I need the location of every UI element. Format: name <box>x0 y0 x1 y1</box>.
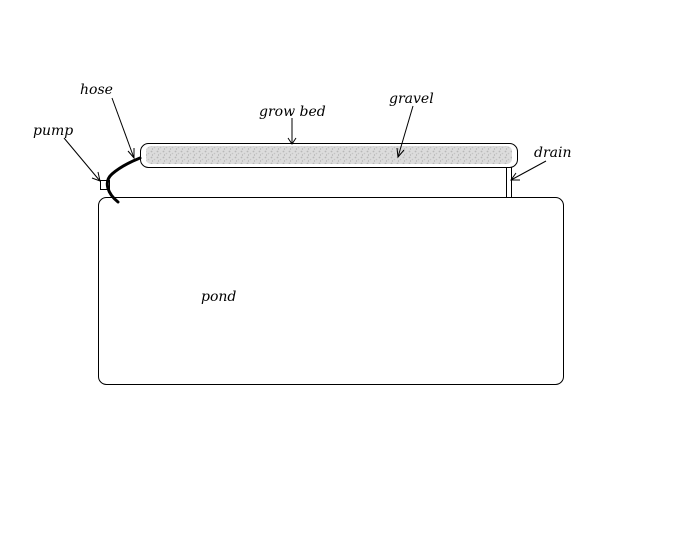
hose-line <box>105 156 142 204</box>
drain-pointer-arrow <box>510 160 547 181</box>
pond-label: pond <box>201 289 236 305</box>
pump-pointer-arrow <box>63 137 101 182</box>
grow-bed-label: grow bed <box>259 104 326 120</box>
pond-tank <box>98 197 564 385</box>
gravel-fill <box>146 146 512 164</box>
pump-label: pump <box>33 123 73 139</box>
gravel-label: gravel <box>389 91 434 107</box>
drain-label: drain <box>534 145 572 161</box>
drain-pipe <box>506 167 512 197</box>
grow-bed-pointer-arrow <box>287 118 297 145</box>
pump-box <box>100 180 110 190</box>
hose-pointer-arrow <box>111 97 135 160</box>
gravel-pointer-arrow <box>396 105 414 159</box>
hose-label: hose <box>80 82 113 98</box>
